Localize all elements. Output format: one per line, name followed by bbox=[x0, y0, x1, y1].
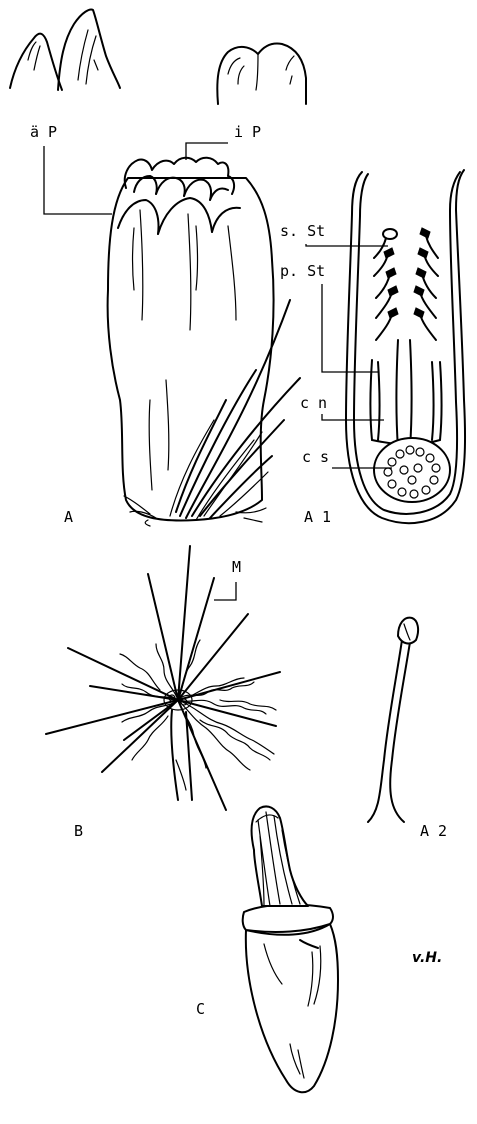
label-s-st: s. St bbox=[280, 222, 325, 240]
achene-c bbox=[243, 806, 338, 1092]
leader-m bbox=[214, 582, 236, 600]
label-fig-a: A bbox=[64, 508, 73, 526]
label-fig-b: B bbox=[74, 822, 83, 840]
inner-tepal-detail bbox=[217, 43, 306, 104]
outer-tepal-detail bbox=[10, 10, 120, 90]
stamen-a2 bbox=[368, 618, 418, 822]
label-inner-perigon: i P bbox=[234, 123, 261, 141]
label-p-st: p. St bbox=[280, 262, 325, 280]
label-fig-c: C bbox=[196, 1000, 205, 1018]
label-outer-perigon: ä P bbox=[30, 123, 57, 141]
label-cn: c n bbox=[300, 394, 327, 412]
pappus-b bbox=[46, 546, 280, 810]
label-m: M bbox=[232, 558, 241, 576]
section-a1 bbox=[346, 170, 465, 523]
leader-cn bbox=[322, 414, 384, 420]
artist-signature: v.H. bbox=[412, 950, 442, 966]
label-cs: c s bbox=[302, 448, 329, 466]
label-fig-a1: A 1 bbox=[304, 508, 331, 526]
leader-outer-perigon bbox=[44, 146, 112, 214]
flower-head-a bbox=[108, 158, 300, 526]
leader-s-st bbox=[306, 244, 388, 246]
label-fig-a2: A 2 bbox=[420, 822, 447, 840]
